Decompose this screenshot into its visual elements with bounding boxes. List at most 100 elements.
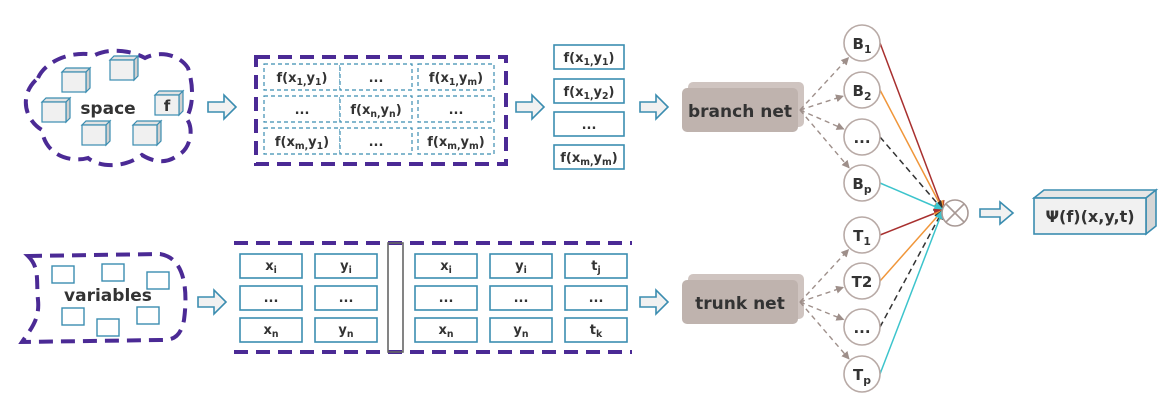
grid-cell: ... — [339, 127, 413, 155]
table-cell: tj — [564, 253, 628, 279]
net-to-node-edge — [799, 56, 850, 111]
trunk-node: T1 — [843, 216, 881, 254]
grid-cell: f(xn,yn) — [339, 95, 413, 123]
arrow-product-to-output — [979, 200, 1015, 226]
net-to-node-edge — [799, 285, 845, 303]
table-cell-text: ... — [439, 291, 454, 306]
node-to-product-edge — [879, 182, 944, 212]
product-operator — [941, 199, 969, 227]
space-label: space — [80, 99, 135, 119]
grid-frame — [254, 55, 508, 166]
arrow-variables-to-tables — [197, 288, 228, 316]
net-to-node-edge — [799, 109, 845, 130]
table-cell-text: xi — [265, 259, 277, 276]
variable-square — [136, 306, 160, 325]
node-to-product-edge — [879, 208, 944, 236]
table-cell-text: yi — [515, 259, 527, 276]
grid-cell: ... — [263, 95, 341, 123]
grid-cell-text: f(x1,ym) — [429, 71, 483, 88]
grid-cell: f(x1,y1) — [263, 63, 341, 91]
net-to-node-edge — [799, 301, 845, 321]
table-cell-text: ... — [264, 291, 279, 306]
space-cube — [131, 119, 163, 147]
table-cell: ... — [564, 285, 628, 311]
output-box: Ψ(f)(x,y,t) — [1031, 188, 1159, 236]
node-to-product-edge — [879, 89, 944, 211]
grid-cell: ... — [339, 63, 413, 91]
table-cell: ... — [489, 285, 553, 311]
arrow-space-to-grid — [207, 93, 238, 121]
vector-cell: ... — [553, 111, 625, 137]
table-cell-text: ... — [514, 291, 529, 306]
table-cell-text: ... — [339, 291, 354, 306]
branch-node: Bp — [843, 164, 881, 202]
table-cell: xn — [414, 317, 478, 343]
table-cell: tk — [564, 317, 628, 343]
arrow-vector-to-branch — [639, 93, 670, 121]
trunk-node-label: Tp — [853, 366, 871, 387]
variables-cloud: variables — [18, 251, 188, 345]
grid-cell: ... — [417, 95, 495, 123]
sample-vector: f(x1,y1) f(x1,y2)... f(xm,ym) — [553, 44, 625, 170]
variables-label: variables — [64, 286, 152, 306]
net-to-node-edge — [799, 109, 850, 169]
grid-cell: f(x1,ym) — [417, 63, 495, 91]
table-cell: yn — [314, 317, 378, 343]
space-cube — [80, 119, 112, 147]
table-cell: xn — [239, 317, 303, 343]
branch-node: B2 — [843, 71, 881, 109]
branch-net: branch net — [682, 82, 804, 132]
trunk-node: T2 — [843, 262, 881, 300]
trunk-net-label: trunk net — [695, 294, 785, 314]
vector-cell: f(x1,y1) — [553, 44, 625, 70]
table-cell-text: xn — [263, 323, 278, 340]
variable-square — [51, 265, 75, 284]
net-to-node-edge — [799, 94, 844, 111]
space-cube: f — [153, 89, 185, 117]
vector-cell: f(xm,ym) — [553, 144, 625, 170]
branch-node-label: B2 — [853, 82, 872, 103]
table-cell-text: tk — [590, 323, 603, 340]
trunk-node-label: T2 — [852, 273, 873, 291]
vector-cell-text: f(x1,y2) — [564, 85, 615, 102]
table-cell: ... — [239, 285, 303, 311]
grid-cell-text: f(xn,yn) — [350, 103, 401, 120]
arrow-grid-to-vector — [515, 93, 546, 121]
grid-cell-text: f(xm,y1) — [275, 135, 329, 152]
arrow-tables-to-trunk — [639, 288, 670, 316]
net-to-node-edge — [799, 248, 850, 303]
node-to-product-edge — [879, 209, 944, 282]
trunk-node: ... — [843, 308, 881, 346]
variable-square — [96, 318, 120, 337]
grid-cell: f(xm,ym) — [417, 127, 495, 155]
f-label: f — [164, 97, 171, 115]
space-cube — [60, 66, 92, 94]
trunk-net: trunk net — [682, 274, 804, 324]
table-cell-text: ... — [589, 291, 604, 306]
table-cell: xi — [239, 253, 303, 279]
space-cube — [108, 54, 140, 82]
grid-cell-text: ... — [369, 71, 384, 86]
node-to-product-edge — [879, 136, 944, 211]
node-to-product-edge — [879, 209, 945, 375]
node-to-product-edge — [879, 42, 945, 211]
vector-cell-text: f(xm,ym) — [560, 151, 617, 168]
table-cell-text: yn — [338, 323, 353, 340]
variables-outline — [18, 251, 188, 345]
space-cloud-outline — [23, 48, 195, 168]
net-to-node-edge — [799, 301, 850, 360]
branch-net-label: branch net — [688, 102, 792, 122]
vector-cell-text: ... — [582, 118, 597, 133]
table-cell: ... — [414, 285, 478, 311]
table-cell-text: xi — [440, 259, 452, 276]
branch-node-label: Bp — [852, 175, 871, 196]
table-cell-text: xn — [438, 323, 453, 340]
trunk-node: Tp — [843, 355, 881, 393]
table-cell: yi — [489, 253, 553, 279]
output-label: Ψ(f)(x,y,t) — [1045, 207, 1134, 226]
grid-cell-text: f(x1,y1) — [277, 71, 328, 88]
variable-square — [146, 271, 170, 290]
